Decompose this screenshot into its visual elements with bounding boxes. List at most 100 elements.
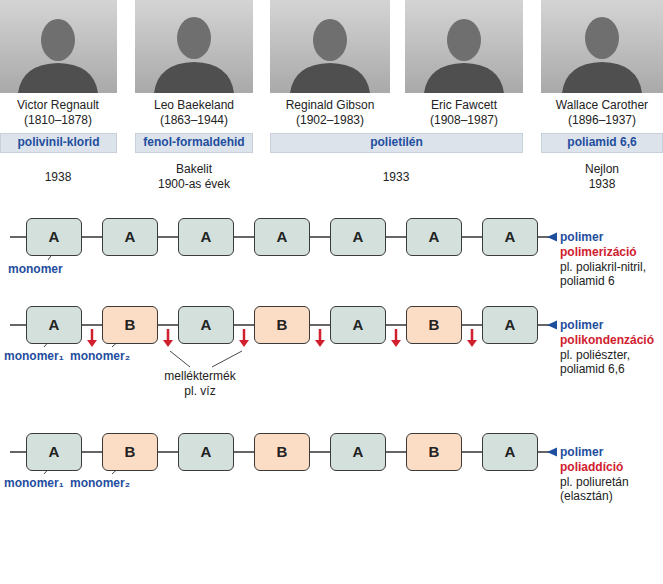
monomer-box: A: [26, 306, 82, 344]
bond-line: [386, 325, 406, 326]
monomer-box: A: [254, 218, 310, 256]
monomer-letter: A: [505, 317, 516, 334]
year-label: 1938: [589, 177, 616, 191]
example-label: pl. poliuretán: [560, 475, 629, 489]
portrait-photo: [405, 0, 523, 93]
polymer-name: polivinil-klorid: [17, 136, 99, 149]
chain-stub: [10, 237, 556, 452]
year-label: 1938: [45, 170, 72, 184]
polymer-label: polimer: [560, 445, 603, 459]
monomer-box: A: [482, 218, 538, 256]
pointer-arrowhead: [547, 233, 557, 457]
monomer-box: A: [178, 218, 234, 256]
monomer-letter: A: [505, 444, 516, 461]
polymer-name: fenol-formaldehid: [143, 136, 244, 149]
monomer-letter: A: [277, 229, 288, 246]
bond-line: [386, 237, 406, 238]
portrait-photo: [135, 0, 253, 93]
life-dates: (1902–1983): [296, 113, 364, 127]
person-name: Victor Regnault: [17, 98, 99, 112]
polymer-name-bar: polietilén: [270, 133, 523, 153]
polymer-label: polimer: [560, 318, 603, 332]
monomer-letter: B: [277, 444, 288, 461]
person-name: Wallace Carother: [556, 98, 648, 112]
polymer-name-bar: poliamid 6,6: [541, 133, 663, 153]
bond-line: [82, 325, 102, 326]
monomer-box: A: [482, 306, 538, 344]
monomer-letter: A: [505, 229, 516, 246]
example-label: pl. poliészter,: [560, 348, 630, 362]
polymer-name-bar: fenol-formaldehid: [135, 133, 253, 153]
monomer-box: A: [482, 433, 538, 471]
example-label: pl. poliakril-nitril,: [560, 260, 646, 274]
bond-line: [158, 237, 178, 238]
byproduct-label: melléktermék: [164, 369, 235, 383]
monomer-letter: B: [125, 444, 136, 461]
monomer-box: B: [102, 433, 158, 471]
person-name: Eric Fawcett: [431, 98, 497, 112]
monomer-letter: A: [201, 317, 212, 334]
monomer-label: monomer₁: [4, 476, 64, 490]
monomer-box: A: [102, 218, 158, 256]
monomer-box: A: [178, 433, 234, 471]
monomer-letter: A: [201, 229, 212, 246]
bond-line: [310, 325, 330, 326]
monomer-box: A: [26, 433, 82, 471]
monomer-label: monomer₂: [70, 349, 130, 363]
year-label: 1933: [383, 170, 410, 184]
monomer-letter: B: [429, 444, 440, 461]
portrait-photo: [0, 0, 117, 93]
process-label: polimerizáció: [560, 245, 637, 259]
monomer-box: A: [330, 306, 386, 344]
monomer-letter: A: [49, 317, 60, 334]
monomer-letter: A: [125, 229, 136, 246]
monomer-box: A: [330, 218, 386, 256]
bond-line: [462, 325, 482, 326]
monomer-letter: A: [353, 317, 364, 334]
monomer-box: B: [406, 433, 462, 471]
monomer-box: B: [406, 306, 462, 344]
monomer-label: monomer: [8, 262, 63, 276]
monomer-letter: B: [429, 317, 440, 334]
polymer-name: polietilén: [370, 136, 423, 149]
bond-line: [82, 452, 102, 453]
bond-line: [310, 452, 330, 453]
monomer-letter: A: [201, 444, 212, 461]
monomer-box: A: [406, 218, 462, 256]
monomer-letter: B: [277, 317, 288, 334]
monomer-box: B: [254, 433, 310, 471]
polymer-label: polimer: [560, 230, 603, 244]
year-label: 1900-as évek: [158, 177, 230, 191]
bond-line: [462, 237, 482, 238]
example-label: poliamid 6: [560, 274, 615, 288]
process-label: polikondenzáció: [560, 333, 654, 347]
bond-line: [234, 237, 254, 238]
monomer-label: monomer₁: [4, 349, 64, 363]
example-label: poliamid 6,6: [560, 362, 625, 376]
bond-line: [234, 452, 254, 453]
monomer-letter: A: [353, 444, 364, 461]
bond-line: [82, 237, 102, 238]
monomer-box: A: [26, 218, 82, 256]
monomer-letter: A: [429, 229, 440, 246]
product-name: Nejlon: [585, 162, 619, 176]
person-name: Leo Baekeland: [154, 98, 234, 112]
polymer-name: poliamid 6,6: [567, 136, 636, 149]
product-name: Bakelit: [176, 162, 212, 176]
monomer-label: monomer₂: [70, 476, 130, 490]
example-label: (elasztán): [560, 489, 613, 503]
bond-line: [234, 325, 254, 326]
bond-line: [462, 452, 482, 453]
portrait-photo: [541, 0, 663, 93]
process-label: poliaddíció: [560, 460, 623, 474]
byproduct-label: pl. víz: [184, 384, 215, 398]
monomer-letter: A: [49, 229, 60, 246]
monomer-letter: A: [49, 444, 60, 461]
bond-line: [158, 452, 178, 453]
life-dates: (1810–1878): [24, 113, 92, 127]
monomer-box: B: [102, 306, 158, 344]
bond-line: [386, 452, 406, 453]
life-dates: (1908–1987): [430, 113, 498, 127]
monomer-box: A: [330, 433, 386, 471]
bond-line: [310, 237, 330, 238]
